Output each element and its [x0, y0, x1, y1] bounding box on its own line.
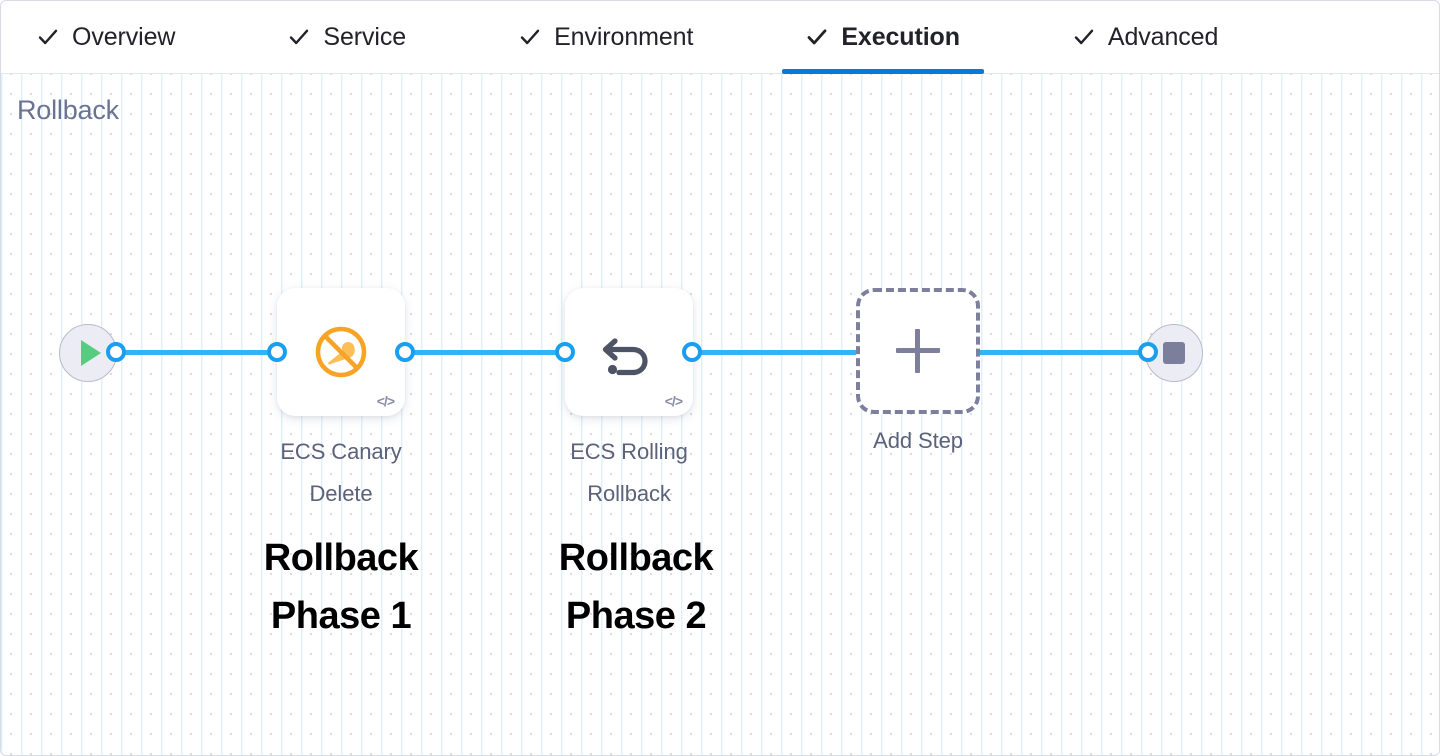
tab-spacer: [412, 37, 513, 38]
tab-spacer: [181, 37, 282, 38]
tab-environment[interactable]: Environment: [513, 1, 699, 74]
check-icon: [1073, 26, 1095, 48]
ecs-rolling-rollback-icon: [565, 288, 693, 416]
add-step-label: Add Step: [873, 428, 963, 453]
add-step-button[interactable]: [856, 288, 980, 414]
tab-overview[interactable]: Overview: [31, 1, 181, 74]
tab-advanced[interactable]: Advanced: [1067, 1, 1224, 74]
pipeline-canvas[interactable]: Rollback </>: [1, 74, 1439, 755]
tab-environment-label: Environment: [554, 22, 694, 51]
page-title: Rollback: [17, 95, 119, 125]
port-end-in[interactable]: [1138, 342, 1158, 362]
tab-execution-label: Execution: [841, 22, 960, 51]
connector-start-to-step1: [114, 350, 284, 355]
step-label-ecs-canary-delete: ECS Canary Delete: [280, 439, 402, 506]
port-step2-in[interactable]: [555, 342, 575, 362]
tab-service[interactable]: Service: [282, 1, 412, 74]
rollback-flow-diagram: </> ECS Canary Delete Rollback Phase 1 <…: [1, 74, 1439, 755]
port-start-out[interactable]: [106, 342, 126, 362]
check-icon: [806, 26, 828, 48]
ecs-canary-delete-icon: [277, 288, 405, 416]
tab-spacer: [699, 37, 800, 38]
connector-step1-to-step2: [401, 350, 573, 355]
pipeline-tab-bar: Overview Service Environment: [1, 1, 1439, 74]
check-icon: [288, 26, 310, 48]
code-badge-icon: </>: [664, 393, 683, 409]
stop-icon: [1163, 342, 1185, 364]
annotation-rollback-phase-1: Rollback Phase 1: [263, 537, 419, 637]
check-icon: [519, 26, 541, 48]
check-icon: [37, 26, 59, 48]
tab-spacer: [966, 37, 1067, 38]
step-node-ecs-canary-delete[interactable]: </>: [277, 288, 405, 416]
connector-step2-to-addstep: [688, 350, 868, 355]
step-node-ecs-rolling-rollback[interactable]: </>: [565, 288, 693, 416]
port-step1-out[interactable]: [395, 342, 415, 362]
step-label-ecs-rolling-rollback: ECS Rolling Rollback: [570, 439, 688, 506]
tab-advanced-label: Advanced: [1107, 22, 1219, 51]
plus-icon: [896, 329, 940, 373]
play-icon: [81, 340, 101, 366]
port-step2-out[interactable]: [682, 342, 702, 362]
connector-addstep-to-end: [976, 350, 1146, 355]
annotation-rollback-phase-2: Rollback Phase 2: [558, 537, 714, 637]
tab-service-label: Service: [323, 22, 407, 51]
port-step1-in[interactable]: [267, 342, 287, 362]
tab-execution[interactable]: Execution: [782, 1, 984, 74]
tab-overview-label: Overview: [72, 22, 176, 51]
code-badge-icon: </>: [376, 393, 395, 409]
